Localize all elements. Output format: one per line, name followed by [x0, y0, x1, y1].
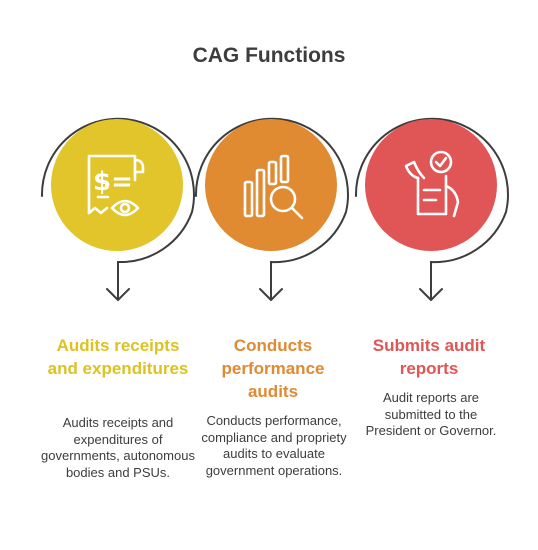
step-1-circle [51, 119, 183, 251]
diagram-title: CAG Functions [192, 44, 346, 67]
step-3-description: Audit reports are submitted to the Presi… [365, 390, 497, 438]
bar-chart-magnifier-icon [243, 154, 304, 220]
step-1-arrow-head [106, 288, 130, 301]
step-2-description: Conducts performance, compliance and pro… [201, 413, 347, 478]
step-3-heading: Submits audit reports [372, 336, 486, 378]
report-hands-icon [404, 150, 460, 218]
svg-text:$=: $= [93, 167, 133, 197]
step-1-heading: Audits receipts and expenditures [47, 336, 189, 378]
step-2-outline-arc [194, 117, 349, 299]
step-3-arrow-head [419, 288, 443, 301]
step-2-graphic [194, 117, 349, 301]
step-3-circle [365, 119, 497, 251]
step-2-arrow-head [259, 288, 283, 301]
step-1-description: Audits receipts and expenditures of gove… [41, 415, 195, 480]
step-1-graphic: $= [40, 117, 195, 301]
step-1-outline-arc [40, 117, 195, 299]
receipt-eye-icon: $= [87, 154, 145, 217]
step-3-outline-arc [354, 117, 509, 299]
step-3-graphic [354, 117, 509, 301]
step-2-heading: Conducts performance audits [221, 336, 325, 401]
